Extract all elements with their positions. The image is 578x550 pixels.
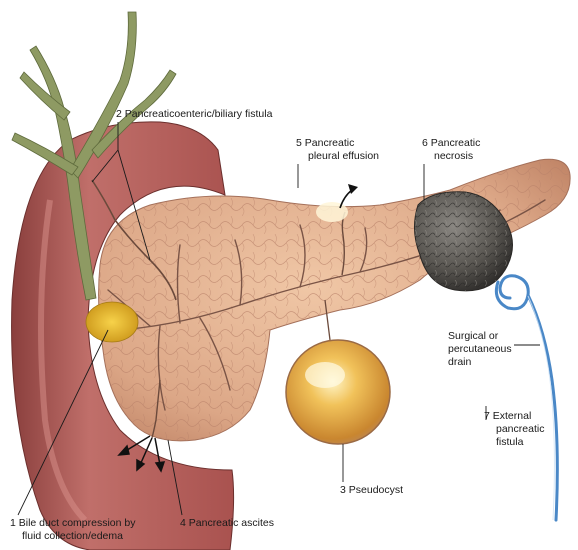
label-4-ascites: 4 Pancreatic ascites	[180, 517, 274, 529]
pseudocyst-stalk	[324, 299, 331, 341]
necrosis-texture	[414, 191, 513, 291]
label-6-line2: necrosis	[434, 150, 474, 162]
label-drain-line3: drain	[448, 356, 472, 368]
leader-4	[167, 439, 183, 516]
label-3-pseudocyst: 3 Pseudocyst	[340, 484, 404, 496]
bile-duct-compression	[85, 301, 139, 343]
label-1-bile-duct-compression: 1 Bile duct compression by fluid collect…	[10, 517, 135, 543]
label-drain-line1: Surgical or	[448, 330, 499, 342]
effusion-arrow	[339, 189, 353, 209]
label-6-necrosis: 6 Pancreatic necrosis	[422, 137, 480, 163]
label-6-line1: 6 Pancreatic	[422, 137, 481, 149]
effusion-arrowhead	[348, 184, 358, 194]
duodenum	[11, 121, 235, 550]
label-7-line2: pancreatic	[496, 423, 545, 435]
leader-1	[17, 329, 109, 516]
pancreaticoenteric-fistula-tract	[91, 179, 177, 301]
label-7-line3: fistula	[496, 436, 524, 448]
label-1-line2: fluid collection/edema	[22, 530, 123, 542]
label-drain-line2: percutaneous	[448, 343, 512, 355]
label-7-external-fistula: 7 External pancreatic fistula	[484, 410, 544, 449]
label-5-line2: pleural effusion	[308, 150, 380, 162]
leader-2b	[117, 149, 151, 261]
effusion-burst	[316, 202, 348, 222]
label-1-line1: 1 Bile duct compression by	[10, 517, 136, 529]
bile-duct-tree	[11, 11, 177, 301]
label-7-line1: 7 External	[484, 410, 532, 422]
ascites-arrows	[117, 435, 166, 473]
percutaneous-drain	[494, 274, 559, 522]
label-5-pleural-effusion: 5 Pancreatic pleural effusion	[296, 137, 379, 163]
label-5-line1: 5 Pancreatic	[296, 137, 355, 149]
ascites-tract	[151, 379, 161, 439]
duodenum-highlight	[38, 199, 88, 523]
label-drain: Surgical or percutaneous drain	[448, 330, 512, 369]
pseudocyst-shine	[305, 362, 345, 388]
pseudocyst	[285, 339, 391, 445]
label-2-pancreaticoenteric-fistula: 2 Pancreaticoenteric/biliary fistula	[116, 108, 273, 120]
leader-lines	[17, 122, 540, 516]
